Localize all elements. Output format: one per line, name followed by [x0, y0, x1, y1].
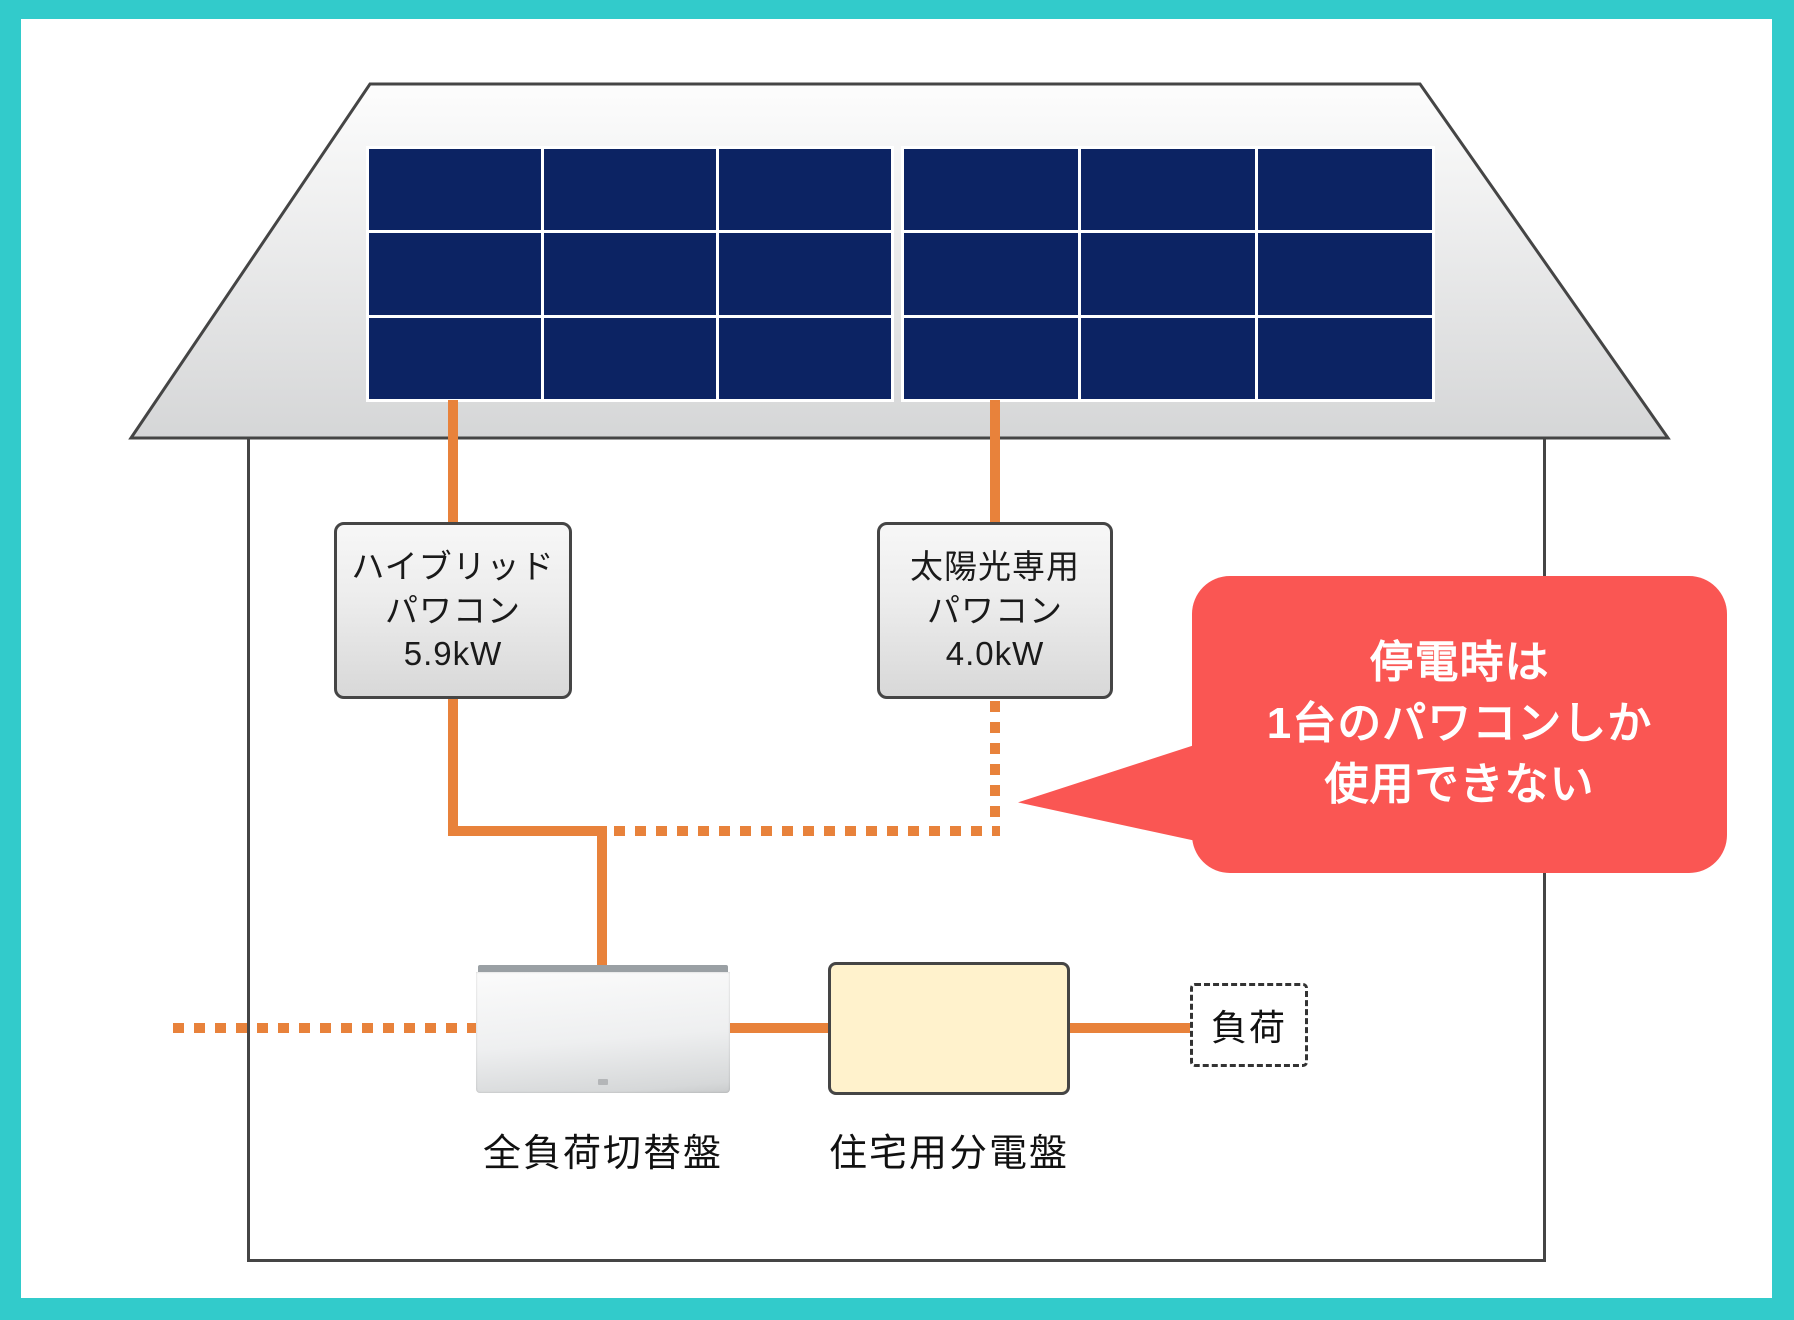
hybrid-inverter-label: ハイブリッド パワコン 5.9kW: [351, 548, 555, 673]
switchboard-top-edge: [478, 965, 728, 973]
solar-panel-cell: [1258, 149, 1432, 231]
wire-to-switchboard: [597, 826, 607, 965]
solar-inverter-box: 太陽光専用 パワコン 4.0kW: [877, 522, 1113, 699]
solar-panel-cell: [1081, 149, 1255, 231]
wire-hybrid-horizontal: [448, 826, 607, 836]
wire-dashed-solar-pcs-down: [990, 701, 1000, 826]
load-label: 負荷: [1210, 1007, 1287, 1048]
solar-array-left: [366, 146, 894, 402]
wire-switchboard-to-distribution: [730, 1023, 828, 1033]
wire-array-to-hybrid: [448, 400, 458, 524]
wire-array-to-solar-pcs: [990, 400, 1000, 524]
outage-callout-text: 停電時は 1台のパワコンしか 使用できない: [1266, 638, 1653, 809]
solar-panel-cell: [1081, 317, 1255, 399]
solar-array-right: [901, 146, 1435, 402]
solar-panel-cell: [719, 149, 891, 231]
wire-distribution-to-load: [1070, 1023, 1190, 1033]
solar-panel-cell: [1081, 233, 1255, 315]
solar-panel-cell: [904, 149, 1078, 231]
transfer-switchboard-label: 全負荷切替盤: [482, 1133, 723, 1175]
roof-outline: [128, 82, 1671, 440]
solar-panel-cell: [719, 233, 891, 315]
solar-panel-cell: [544, 317, 716, 399]
switchboard-body: [476, 972, 730, 1093]
distribution-board-box: [828, 962, 1070, 1095]
solar-inverter-label: 太陽光専用 パワコン 4.0kW: [910, 548, 1080, 673]
load-box: 負荷: [1190, 983, 1308, 1067]
distribution-board-label: 住宅用分電盤: [828, 1133, 1069, 1175]
solar-panel-cell: [1258, 317, 1432, 399]
solar-panel-cell: [369, 317, 541, 399]
solar-panel-cell: [719, 317, 891, 399]
solar-panel-cell: [1258, 233, 1432, 315]
solar-panel-cell: [544, 233, 716, 315]
wire-dashed-solar-pcs-horizontal: [614, 826, 1000, 836]
wire-dashed-grid-to-switchboard: [173, 1023, 476, 1033]
hybrid-inverter-box: ハイブリッド パワコン 5.9kW: [334, 522, 572, 699]
solar-panel-cell: [544, 149, 716, 231]
solar-panel-cell: [369, 149, 541, 231]
wire-hybrid-down: [448, 699, 458, 836]
solar-panel-cell: [369, 233, 541, 315]
transfer-switchboard-image: [476, 965, 730, 1093]
outage-callout: 停電時は 1台のパワコンしか 使用できない: [1192, 576, 1727, 873]
switchboard-logo: [598, 1079, 608, 1085]
solar-panel-cell: [904, 233, 1078, 315]
solar-panel-cell: [904, 317, 1078, 399]
